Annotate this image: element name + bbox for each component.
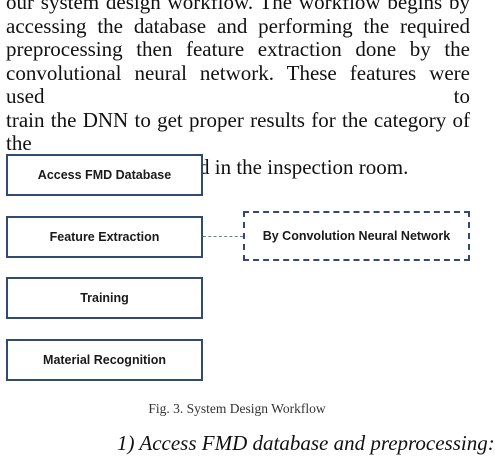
paragraph-line: convolutional neural network. These feat… [6,60,470,108]
figure-caption: Fig. 3. System Design Workflow [148,401,326,416]
step-training: Training [6,277,203,319]
workflow-diagram: Access FMD Database Feature Extraction T… [6,154,470,381]
paragraph-line: our system design workflow. The workflow… [6,0,470,14]
step-access-database: Access FMD Database [6,154,203,196]
step-material-recognition: Material Recognition [6,339,203,381]
dashed-connector [203,236,243,237]
section-subheading: 1) Access FMD database and preprocessing… [117,431,495,455]
paragraph-line: preprocessing then feature extraction do… [6,37,470,61]
paragraph-line: accessing the database and performing th… [6,13,470,38]
cnn-note-box: By Convolution Neural Network [243,211,470,261]
paragraph-line: train the DNN to get proper results for … [6,107,470,155]
step-feature-extraction: Feature Extraction [6,216,203,258]
